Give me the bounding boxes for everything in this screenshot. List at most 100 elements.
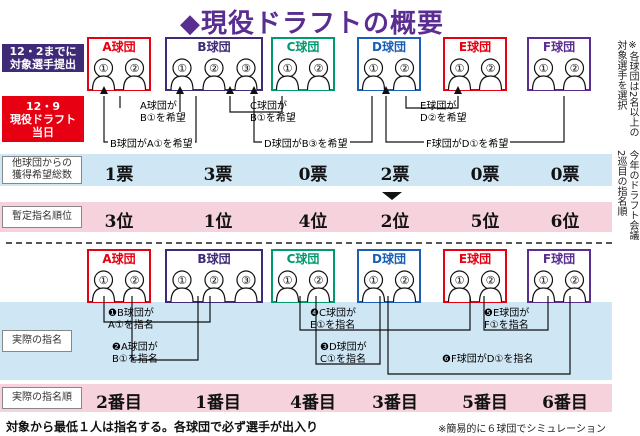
wish-label-d: D球団がB③を希望 bbox=[262, 135, 350, 150]
bottom-team-name-2: C球団 bbox=[287, 251, 320, 266]
bottom-team-name-1: B球団 bbox=[197, 251, 230, 266]
bottom-player-body bbox=[306, 287, 331, 303]
bottom-player-number: ② bbox=[570, 274, 580, 287]
bottom-player-body bbox=[447, 287, 472, 303]
nom-line-6 bbox=[387, 296, 571, 375]
votes-e: 0票 bbox=[470, 165, 500, 185]
top-team-name-4: E球団 bbox=[459, 39, 491, 54]
bottom-player-number: ① bbox=[99, 274, 109, 287]
votes-f: 0票 bbox=[550, 165, 580, 185]
wish-label-c: C球団が B①を希望 bbox=[250, 101, 296, 124]
bottom-player-number: ① bbox=[283, 274, 293, 287]
nom-line-2 bbox=[131, 296, 199, 361]
rank-a: 3位 bbox=[104, 212, 134, 232]
top-player-body bbox=[531, 75, 556, 91]
top-player-body bbox=[562, 75, 587, 91]
top-player-body bbox=[275, 75, 300, 91]
label-actual-nomination: 実際の指名 bbox=[2, 330, 72, 352]
bottom-player-number: ① bbox=[369, 274, 379, 287]
top-player-body bbox=[122, 75, 147, 91]
bottom-player-body bbox=[122, 287, 147, 303]
votes-d: 2票 bbox=[380, 165, 410, 185]
label-draft-day: 12・9 現役ドラフト 当日 bbox=[2, 96, 84, 142]
votes-band bbox=[0, 154, 612, 186]
label-submission: 12・2までに 対象選手提出 bbox=[2, 44, 84, 72]
bottom-player-number: ① bbox=[539, 274, 549, 287]
top-player-body bbox=[447, 75, 472, 91]
top-player-body bbox=[361, 75, 386, 91]
arrow-to-b1-from-c bbox=[226, 86, 234, 94]
bottom-player-number: ③ bbox=[241, 274, 251, 287]
bottom-player-body bbox=[170, 287, 194, 303]
nom-label-5: ❺E球団が F①を指名 bbox=[484, 308, 530, 331]
bottom-player-number: ② bbox=[400, 274, 410, 287]
top-team-name-1: B球団 bbox=[197, 39, 230, 54]
votes-a: 1票 bbox=[104, 165, 134, 185]
top-player-number: ① bbox=[283, 62, 293, 75]
order-a: 2番目 bbox=[96, 393, 142, 413]
label-provisional: 暫定指名順位 bbox=[2, 206, 82, 228]
order-c: 4番目 bbox=[290, 393, 336, 413]
arrow-to-a1 bbox=[100, 86, 108, 94]
label-draft-day-name: 現役ドラフト bbox=[10, 112, 76, 126]
nomination-band bbox=[0, 302, 612, 380]
footer-simulation-note: ※簡易的に６球団でシミュレーション bbox=[438, 424, 606, 435]
wish-label-f: F球団がD①を希望 bbox=[424, 135, 511, 150]
top-player-number: ② bbox=[570, 62, 580, 75]
top-player-body bbox=[170, 75, 194, 91]
top-player-number: ① bbox=[99, 62, 109, 75]
bottom-player-number: ① bbox=[455, 274, 465, 287]
title-block: ◆現役ドラフトの概要 bbox=[180, 4, 480, 39]
top-player-number: ① bbox=[539, 62, 549, 75]
bottom-player-body bbox=[202, 287, 226, 303]
top-player-number: ① bbox=[177, 62, 187, 75]
rank-f: 6位 bbox=[550, 212, 580, 232]
nom-label-6: ❻F球団がD①を指名 bbox=[440, 350, 536, 365]
order-d: 3番目 bbox=[372, 393, 418, 413]
label-draft-day-date: 12・9 bbox=[26, 99, 60, 113]
bottom-player-number: ① bbox=[177, 274, 187, 287]
rank-e: 5位 bbox=[470, 212, 500, 232]
top-player-body bbox=[234, 75, 258, 91]
bottom-player-number: ② bbox=[209, 274, 219, 287]
top-player-number: ① bbox=[455, 62, 465, 75]
top-player-body bbox=[392, 75, 417, 91]
nom-label-3: ❸D球団が C①を指名 bbox=[320, 342, 367, 365]
top-player-number: ② bbox=[314, 62, 324, 75]
wish-label-e: E球団が D②を希望 bbox=[420, 101, 467, 124]
top-player-number: ② bbox=[400, 62, 410, 75]
wish-label-a: A球団が B①を希望 bbox=[140, 101, 186, 124]
footer-summary: 対象から最低１人は指名する。各球団で必ず選手が出入り bbox=[6, 420, 319, 434]
bottom-player-number: ② bbox=[486, 274, 496, 287]
top-player-number: ③ bbox=[241, 62, 251, 75]
nomination-lines bbox=[103, 296, 571, 375]
arrow-to-b3 bbox=[250, 86, 258, 94]
top-team-name-3: D球団 bbox=[372, 39, 406, 54]
top-player-number: ② bbox=[486, 62, 496, 75]
top-player-body bbox=[306, 75, 331, 91]
order-e: 5番目 bbox=[462, 393, 508, 413]
top-team-name-2: C球団 bbox=[287, 39, 320, 54]
nom-label-1: ❶B球団が A①を指名 bbox=[108, 308, 154, 331]
top-player-body bbox=[91, 75, 116, 91]
section-divider bbox=[6, 242, 612, 244]
rank-b: 1位 bbox=[203, 212, 233, 232]
order-b: 1番目 bbox=[195, 393, 241, 413]
wish-line-e-d2 bbox=[405, 96, 459, 109]
arrow-to-d1 bbox=[382, 86, 390, 94]
bottom-player-body bbox=[562, 287, 587, 303]
nom-line-1 bbox=[103, 296, 211, 323]
side-note-selection: ※各球団は2名以上の対象選手を選択 bbox=[615, 40, 638, 138]
nom-label-2: ❷A球団が B①を指名 bbox=[112, 342, 158, 365]
arrow-to-b1 bbox=[176, 86, 184, 94]
label-actual-order: 実際の指名順 bbox=[2, 387, 82, 409]
top-team-name-0: A球団 bbox=[102, 39, 135, 54]
top-player-number: ② bbox=[130, 62, 140, 75]
top-player-body bbox=[478, 75, 503, 91]
bottom-player-body bbox=[392, 287, 417, 303]
top-player-number: ① bbox=[369, 62, 379, 75]
page-title: ◆現役ドラフトの概要 bbox=[180, 8, 444, 39]
bottom-team-name-4: E球団 bbox=[459, 251, 491, 266]
bottom-player-body bbox=[91, 287, 116, 303]
